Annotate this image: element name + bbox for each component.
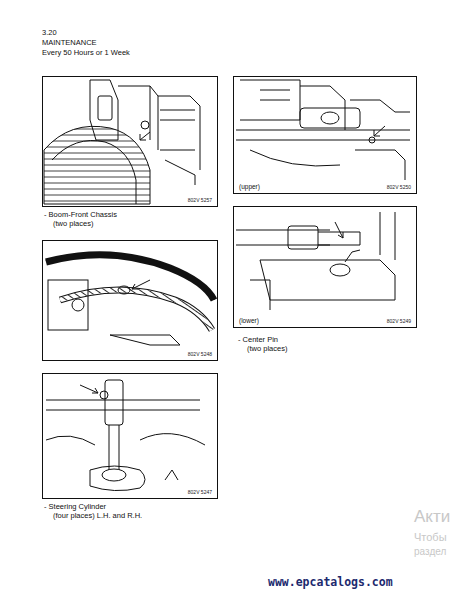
- watermark: Чтобы: [414, 531, 447, 543]
- figure-panel: (lower) 802V 5249: [233, 206, 417, 328]
- watermark: Акти: [414, 508, 450, 527]
- figure-code: 802V 5257: [187, 198, 213, 204]
- caption: (four places) L.H. and R.H.: [53, 512, 142, 520]
- caption: - Center Pin: [238, 336, 278, 344]
- interval-heading: Every 50 Hours or 1 Week: [42, 49, 130, 57]
- center-pin-lower-view: [236, 212, 395, 310]
- view-tag: (lower): [238, 317, 260, 324]
- caption: (two places): [53, 220, 93, 228]
- caption: (two places): [247, 345, 287, 353]
- page-title: MAINTENANCE: [42, 39, 97, 47]
- boom-front-chassis-view: [44, 80, 200, 204]
- figure-code: 802V 5250: [386, 185, 412, 191]
- figure-panel: 802V 5248: [42, 240, 218, 361]
- figure-code: 802V 5249: [386, 319, 412, 325]
- figure-code: 802V 5247: [187, 490, 213, 496]
- steering-cylinder-view: [46, 380, 205, 491]
- figure-panel: (upper) 802V 5250: [233, 76, 417, 194]
- site-url: www.epcatalogs.com: [268, 576, 393, 589]
- watermark: раздел: [414, 546, 446, 557]
- center-pin-upper-view: [236, 80, 410, 180]
- figure-panel: 802V 5257: [42, 76, 218, 207]
- caption: - Boom-Front Chassis: [44, 211, 117, 219]
- page-number: 3.20: [42, 29, 57, 37]
- view-tag: (upper): [238, 183, 261, 190]
- figure-panel: 802V 5247: [42, 373, 218, 499]
- figure-code: 802V 5248: [187, 352, 213, 358]
- hose-view: [46, 255, 214, 345]
- caption: - Steering Cylinder: [44, 503, 106, 511]
